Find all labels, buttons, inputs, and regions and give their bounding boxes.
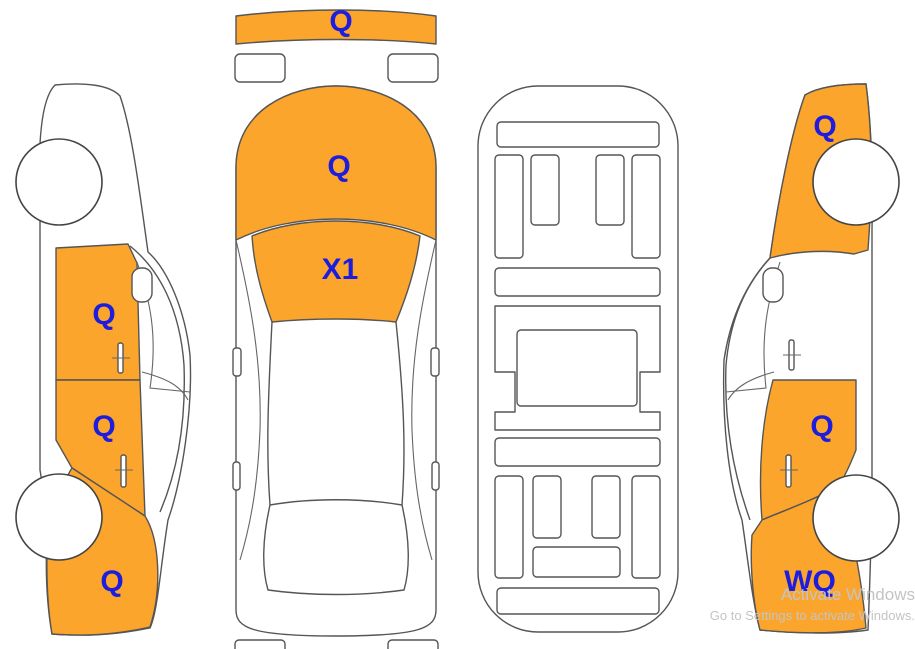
left-front-door-handle: [112, 342, 130, 374]
roof-outline: [267, 321, 405, 506]
front-bumper-panel[interactable]: [235, 9, 437, 45]
rear-window-outline: [263, 504, 409, 596]
windshield-label: X1: [322, 253, 359, 286]
left-pillar-line: [235, 239, 261, 561]
under-rear-right-rail: [631, 475, 661, 579]
under-rear-left-inner: [532, 475, 562, 539]
left-rear-door-handle: [115, 454, 133, 488]
right-rear-wheel: [812, 474, 900, 562]
left-rear-quarter-label: Q: [100, 565, 123, 598]
left-mirror: [131, 267, 153, 303]
underbody-outline: [477, 85, 679, 633]
under-rear-crossmember: [494, 437, 661, 467]
under-front-bar: [496, 121, 660, 148]
right-handle-top: [431, 461, 440, 491]
left-belt-line: [141, 371, 189, 401]
right-front-door-label: Q: [810, 410, 833, 443]
left-rear-wheel: [15, 473, 103, 561]
right-window-frame: [725, 257, 771, 521]
under-front-left-inner: [530, 154, 560, 226]
right-belt-line: [727, 371, 775, 401]
under-front-left-rail: [494, 154, 524, 259]
under-center-tunnel: [516, 329, 638, 407]
left-mirror-top: [232, 347, 242, 377]
left-rear-door-label: Q: [92, 410, 115, 443]
right-rear-fender-label: WQ: [784, 565, 836, 598]
underbody-view: [477, 85, 679, 633]
left-window-frame: [129, 245, 185, 513]
hood-label: Q: [327, 150, 350, 183]
under-front-right-inner: [595, 154, 625, 226]
right-mirror-top: [430, 347, 440, 377]
under-front-crossmember: [494, 267, 661, 297]
left-front-wheel: [15, 138, 103, 226]
left-handle-top: [232, 461, 241, 491]
left-headlight: [234, 53, 286, 83]
under-center-frame: [494, 305, 661, 431]
front-bumper-label: Q: [329, 5, 352, 38]
right-front-fender-label: Q: [813, 110, 836, 143]
activate-windows-watermark: Activate Windows: [780, 585, 915, 604]
right-side-view: Q Q WQ: [722, 83, 900, 634]
activate-windows-subtitle: Go to Settings to activate Windows.: [709, 608, 915, 623]
under-front-right-rail: [631, 154, 661, 259]
hood-panel[interactable]: [235, 85, 437, 241]
right-front-wheel: [812, 138, 900, 226]
top-view: Q Q X1: [232, 5, 440, 649]
right-taillight: [387, 639, 439, 649]
under-rear-plate: [532, 546, 621, 578]
right-front-door-handle: [783, 339, 801, 371]
under-rear-left-rail: [494, 475, 524, 579]
under-rear-right-inner: [591, 475, 621, 539]
right-headlight: [387, 53, 439, 83]
under-rear-bar: [496, 587, 660, 615]
right-mirror: [762, 267, 784, 303]
left-side-view: Q Q Q: [15, 83, 192, 636]
left-taillight: [234, 639, 286, 649]
left-front-door-label: Q: [92, 298, 115, 331]
right-rear-door-handle: [780, 454, 798, 488]
windshield-panel[interactable]: [251, 220, 421, 323]
right-pillar-line: [411, 239, 437, 561]
